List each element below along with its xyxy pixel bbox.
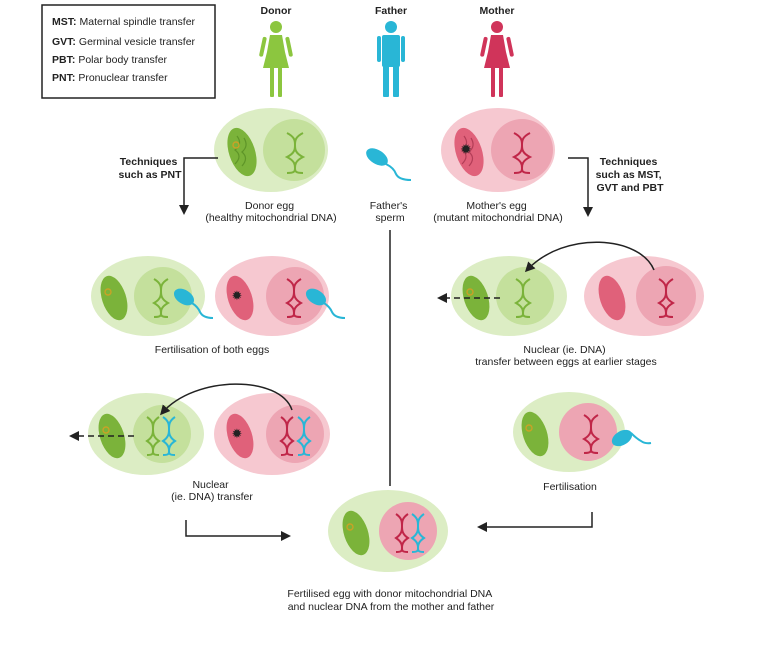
arrow-to-final-left xyxy=(185,520,291,541)
dna-icon xyxy=(581,414,601,454)
reconstructed-egg xyxy=(513,392,652,472)
sperm-icon xyxy=(366,148,412,181)
donor-egg-nuclear-swap xyxy=(451,256,567,336)
dna-icon xyxy=(513,278,533,318)
svg-text:PBT:Polar body transfer: PBT:Polar body transfer xyxy=(52,54,168,66)
legend-abbr-pnt: PNT: xyxy=(52,72,75,84)
arrow-right-down xyxy=(568,157,593,217)
mutation-icon: ✹ xyxy=(460,141,472,157)
mother-egg-nuclear-swap xyxy=(584,256,704,336)
mutation-icon: ✹ xyxy=(232,426,243,441)
dna-icon xyxy=(284,132,306,174)
donor-woman-icon xyxy=(259,21,293,97)
dna-icon xyxy=(161,416,177,456)
legend-abbr-mst: MST: xyxy=(52,16,77,28)
dna-icon xyxy=(151,278,171,318)
legend-abbr-pbt: PBT: xyxy=(52,54,75,66)
donor-egg-label: Donor egg (healthy mitochondrial DNA) xyxy=(205,200,336,224)
donor-egg xyxy=(214,108,328,192)
arrow-nucleus-transfer-right xyxy=(524,241,655,273)
arrow-left-down xyxy=(179,157,218,215)
final-fertilised-egg xyxy=(328,490,448,572)
legend-text-mst: Maternal spindle transfer xyxy=(80,16,196,28)
svg-text:GVT:Germinal vesicle transfer: GVT:Germinal vesicle transfer xyxy=(52,36,196,48)
legend-abbr-gvt: GVT: xyxy=(52,36,76,48)
mutation-icon: ✹ xyxy=(232,288,243,303)
mother-egg: ✹ xyxy=(441,108,555,192)
dna-icon xyxy=(410,513,426,553)
techniques-left-label: Techniques such as PNT xyxy=(118,156,182,181)
fertilisation-both-label: Fertilisation of both eggs xyxy=(155,344,269,356)
mothers-egg-label: Mother's egg (mutant mitochondrial DNA) xyxy=(433,200,563,224)
svg-text:PNT:Pronuclear transfer: PNT:Pronuclear transfer xyxy=(52,72,168,84)
techniques-right-label: Techniques such as MST, GVT and PBT xyxy=(596,156,665,194)
father-man-icon xyxy=(377,21,405,97)
svg-text:MST:Maternal spindle transfer: MST:Maternal spindle transfer xyxy=(52,16,196,28)
donor-egg-fertilised xyxy=(91,256,214,336)
legend-text-pbt: Polar body transfer xyxy=(78,54,167,66)
legend-box: MST:Maternal spindle transfer GVT:Germin… xyxy=(41,4,216,99)
father-title: Father xyxy=(375,5,407,17)
dna-icon xyxy=(284,278,304,318)
dna-icon xyxy=(656,278,676,318)
dna-icon xyxy=(145,416,161,456)
sperm-icon xyxy=(173,288,195,306)
arrow-to-final-right xyxy=(477,512,593,532)
fertilisation-label: Fertilisation xyxy=(543,481,597,493)
dna-icon xyxy=(279,416,295,456)
arrow-nucleus-transfer-left xyxy=(160,383,293,416)
sperm-icon xyxy=(611,429,633,447)
sperm-icon xyxy=(305,288,327,306)
donor-title: Donor xyxy=(261,5,292,17)
dna-icon xyxy=(511,132,533,174)
dna-icon xyxy=(296,416,312,456)
mother-egg-donating-nucleus: ✹ xyxy=(214,393,330,475)
mother-egg-fertilised: ✹ xyxy=(215,256,346,336)
mother-title: Mother xyxy=(480,5,515,17)
donor-egg-receiving-nucleus xyxy=(88,393,204,475)
nuclear-earlier-label: Nuclear (ie. DNA) transfer between eggs … xyxy=(475,344,657,368)
legend-text-pnt: Pronuclear transfer xyxy=(78,72,168,84)
final-egg-label: Fertilised egg with donor mitochondrial … xyxy=(287,588,494,613)
legend-text-gvt: Germinal vesicle transfer xyxy=(79,36,196,48)
dna-icon xyxy=(394,513,410,553)
mother-woman-icon xyxy=(480,21,514,97)
fathers-sperm-label: Father's sperm xyxy=(370,200,411,224)
nuclear-transfer-label: Nuclear (ie. DNA) transfer xyxy=(171,479,253,503)
